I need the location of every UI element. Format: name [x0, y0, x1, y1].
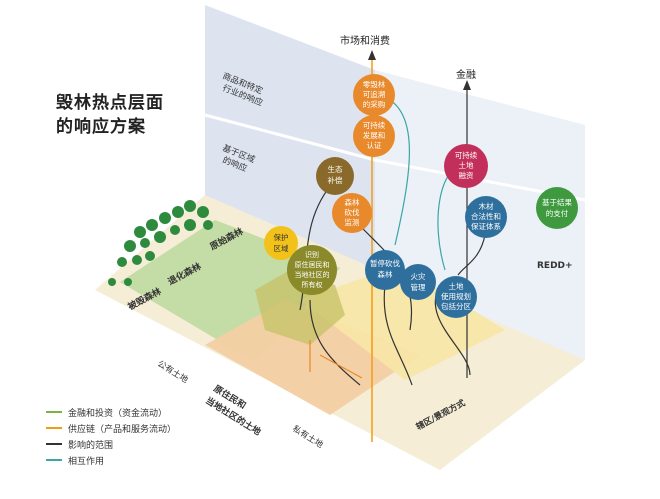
- node-protected-area[interactable]: 保护 区域: [264, 226, 298, 260]
- axis-redd: REDD+: [537, 261, 573, 271]
- svg-text:发展和: 发展和: [363, 130, 386, 140]
- svg-text:所有权: 所有权: [302, 280, 323, 289]
- svg-text:保护: 保护: [274, 232, 289, 242]
- svg-text:土地: 土地: [459, 160, 474, 170]
- legend: 金融和投资（资金流动） 供应链（产品和服务流动） 影响的范围 相互作用: [46, 404, 176, 468]
- node-zero-deforestation[interactable]: 零毁林 可追溯 的采购: [353, 74, 395, 116]
- svg-text:土地: 土地: [449, 281, 464, 291]
- svg-text:森林: 森林: [345, 197, 360, 207]
- tree-cluster: [108, 200, 213, 286]
- svg-text:森林: 森林: [378, 269, 393, 279]
- svg-text:可持续: 可持续: [455, 150, 478, 160]
- svg-text:木材: 木材: [479, 201, 494, 211]
- svg-text:监测: 监测: [345, 217, 360, 227]
- svg-text:可持续: 可持续: [363, 120, 386, 130]
- node-deforestation-monitoring[interactable]: 森林 砍伐 监测: [332, 193, 372, 233]
- axis-market: 市场和消费: [340, 34, 390, 47]
- svg-text:零毁林: 零毁林: [363, 79, 386, 89]
- legend-item-interaction: 相互作用: [46, 452, 176, 468]
- node-certification[interactable]: 可持续 发展和 认证: [353, 115, 395, 157]
- label-public-land: 公有土地: [155, 358, 190, 386]
- landscape-zone: [300, 265, 505, 380]
- node-eco-compensation[interactable]: 生态 补偿: [316, 157, 354, 195]
- svg-text:融资: 融资: [459, 170, 474, 180]
- label-private-land: 私有土地: [290, 423, 325, 451]
- svg-text:包括分区: 包括分区: [441, 301, 471, 311]
- svg-text:砍伐: 砍伐: [345, 207, 360, 217]
- legend-item-impact: 影响的范围: [46, 436, 176, 452]
- indigenous-zone: [205, 300, 420, 415]
- svg-text:保证体系: 保证体系: [471, 221, 501, 231]
- svg-text:火灾: 火灾: [411, 271, 426, 281]
- svg-text:可追溯: 可追溯: [363, 89, 386, 99]
- svg-text:当地社区的: 当地社区的: [295, 270, 330, 279]
- axis-finance: 金融: [456, 68, 476, 81]
- svg-text:识别: 识别: [305, 250, 319, 259]
- node-indigenous-rights[interactable]: 识别 原住居民和 当地社区的 所有权: [287, 245, 337, 295]
- legend-item-finance: 金融和投资（资金流动）: [46, 404, 176, 420]
- svg-text:补偿: 补偿: [328, 175, 343, 185]
- node-fire-management[interactable]: 火灾 管理: [400, 264, 436, 300]
- svg-text:合法性和: 合法性和: [471, 211, 501, 221]
- node-timber-legality[interactable]: 木材 合法性和 保证体系: [465, 196, 507, 238]
- node-moratorium[interactable]: 暂停砍伐 森林: [365, 250, 405, 290]
- svg-text:生态: 生态: [328, 164, 343, 174]
- svg-text:的支付: 的支付: [546, 208, 569, 218]
- svg-text:管理: 管理: [411, 282, 426, 292]
- svg-text:使用规划: 使用规划: [441, 291, 471, 301]
- svg-text:认证: 认证: [367, 140, 382, 150]
- svg-text:暂停砍伐: 暂停砍伐: [370, 258, 400, 268]
- node-land-finance[interactable]: 可持续 土地 融资: [444, 144, 488, 188]
- svg-text:的采购: 的采购: [363, 99, 386, 109]
- svg-text:区域: 区域: [274, 243, 289, 253]
- svg-text:原住居民和: 原住居民和: [295, 260, 330, 269]
- node-land-use-planning[interactable]: 土地 使用规划 包括分区: [435, 276, 477, 318]
- node-results-payment[interactable]: 基于结果 的支付: [536, 187, 578, 229]
- diagram-title: 毁林热点层面 的响应方案: [56, 93, 164, 137]
- svg-text:基于结果: 基于结果: [542, 197, 572, 207]
- legend-item-supply-chain: 供应链（产品和服务流动）: [46, 420, 176, 436]
